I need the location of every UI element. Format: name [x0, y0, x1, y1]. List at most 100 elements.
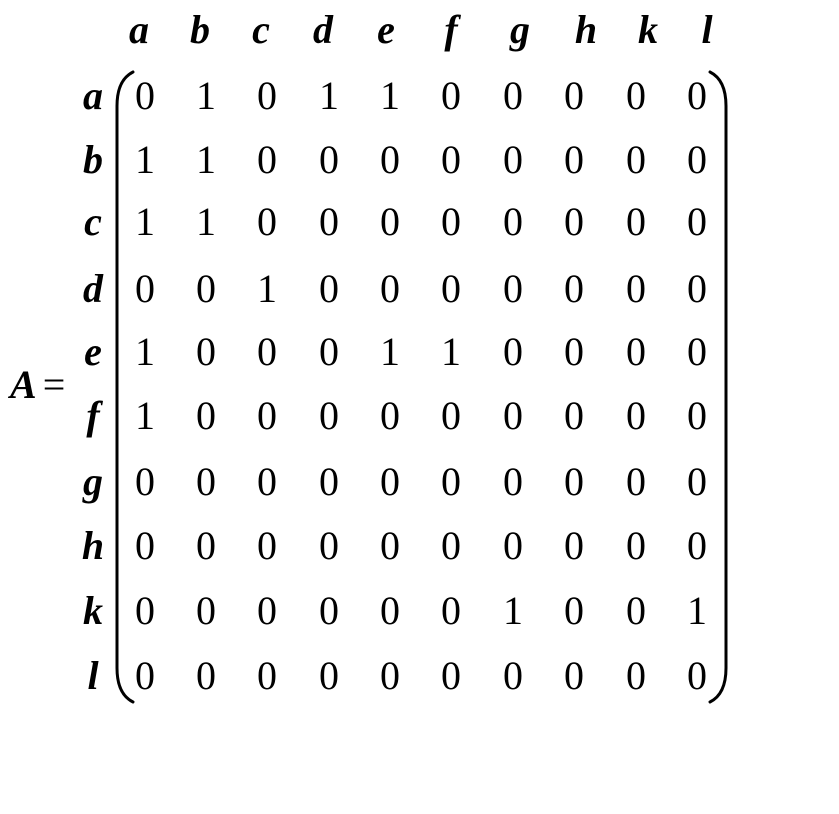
matrix-cell-k-k: 0 [626, 588, 646, 633]
matrix-cell-d-f: 0 [441, 266, 461, 311]
matrix-cell-l-b: 0 [196, 653, 216, 698]
matrix-cell-k-l: 1 [687, 588, 707, 633]
matrix-cell-g-a: 0 [135, 459, 155, 504]
matrix-cell-f-f: 0 [441, 393, 461, 438]
matrix-cell-h-g: 0 [503, 523, 523, 568]
column-label-k: k [638, 7, 658, 52]
matrix-cell-c-l: 0 [687, 199, 707, 244]
matrix-cell-e-h: 0 [564, 329, 584, 374]
row-label-g: g [83, 459, 103, 504]
matrix-cell-h-b: 0 [196, 523, 216, 568]
matrix-cell-g-d: 0 [319, 459, 339, 504]
matrix-cell-d-h: 0 [564, 266, 584, 311]
row-label-a: a [83, 73, 103, 118]
matrix-cell-l-d: 0 [319, 653, 339, 698]
row-label-b: b [83, 137, 103, 182]
matrix-cell-g-b: 0 [196, 459, 216, 504]
matrix-cell-d-d: 0 [319, 266, 339, 311]
matrix-cell-l-h: 0 [564, 653, 584, 698]
matrix-cell-b-d: 0 [319, 137, 339, 182]
matrix-cell-c-h: 0 [564, 199, 584, 244]
matrix-cell-e-f: 1 [441, 329, 461, 374]
matrix-cell-e-c: 0 [257, 329, 277, 374]
matrix-cell-c-k: 0 [626, 199, 646, 244]
matrix-cell-h-c: 0 [257, 523, 277, 568]
matrix-cell-h-a: 0 [135, 523, 155, 568]
matrix-cell-h-h: 0 [564, 523, 584, 568]
row-label-e: e [84, 329, 102, 374]
matrix-cell-b-g: 0 [503, 137, 523, 182]
matrix-cell-l-g: 0 [503, 653, 523, 698]
column-label-c: c [252, 7, 270, 52]
matrix-cell-b-f: 0 [441, 137, 461, 182]
matrix-cell-d-k: 0 [626, 266, 646, 311]
matrix-cell-l-f: 0 [441, 653, 461, 698]
row-label-c: c [84, 199, 102, 244]
matrix-cell-b-h: 0 [564, 137, 584, 182]
matrix-cell-a-g: 0 [503, 73, 523, 118]
matrix-cell-f-l: 0 [687, 393, 707, 438]
matrix-cell-g-f: 0 [441, 459, 461, 504]
matrix-cell-d-a: 0 [135, 266, 155, 311]
matrix-cell-g-g: 0 [503, 459, 523, 504]
matrix-cell-k-c: 0 [257, 588, 277, 633]
matrix-cell-k-g: 1 [503, 588, 523, 633]
matrix-cell-d-g: 0 [503, 266, 523, 311]
matrix-cell-g-h: 0 [564, 459, 584, 504]
matrix-cell-c-c: 0 [257, 199, 277, 244]
matrix-cell-d-e: 0 [380, 266, 400, 311]
matrix-cell-a-k: 0 [626, 73, 646, 118]
matrix-cell-c-d: 0 [319, 199, 339, 244]
matrix-cell-l-e: 0 [380, 653, 400, 698]
matrix-cell-a-d: 1 [319, 73, 339, 118]
matrix-cell-h-f: 0 [441, 523, 461, 568]
matrix-cell-a-l: 0 [687, 73, 707, 118]
matrix-cell-e-d: 0 [319, 329, 339, 374]
row-label-d: d [83, 266, 103, 311]
matrix-cell-g-k: 0 [626, 459, 646, 504]
matrix-cell-d-b: 0 [196, 266, 216, 311]
matrix-cell-c-a: 1 [135, 199, 155, 244]
matrix-cell-h-l: 0 [687, 523, 707, 568]
matrix-cell-k-h: 0 [564, 588, 584, 633]
column-label-f: f [444, 7, 458, 52]
row-label-f: f [86, 393, 100, 438]
matrix-cell-k-e: 0 [380, 588, 400, 633]
matrix-cell-f-d: 0 [319, 393, 339, 438]
matrix-cell-h-k: 0 [626, 523, 646, 568]
matrix-cell-b-k: 0 [626, 137, 646, 182]
matrix-cell-c-f: 0 [441, 199, 461, 244]
matrix-cell-k-b: 0 [196, 588, 216, 633]
matrix-cell-l-k: 0 [626, 653, 646, 698]
column-label-d: d [313, 7, 333, 52]
matrix-cell-a-f: 0 [441, 73, 461, 118]
equals-sign: = [42, 362, 66, 407]
column-label-l: l [701, 7, 713, 52]
column-label-e: e [377, 7, 395, 52]
matrix-cell-a-h: 0 [564, 73, 584, 118]
right-parenthesis [708, 70, 728, 704]
row-label-h: h [81, 523, 105, 568]
matrix-cell-g-c: 0 [257, 459, 277, 504]
row-label-l: l [87, 653, 99, 698]
left-parenthesis [115, 70, 135, 704]
matrix-cell-h-d: 0 [319, 523, 339, 568]
matrix-cell-d-c: 1 [257, 266, 277, 311]
matrix-cell-k-a: 0 [135, 588, 155, 633]
matrix-cell-e-a: 1 [135, 329, 155, 374]
matrix-cell-e-b: 0 [196, 329, 216, 374]
matrix-cell-f-c: 0 [257, 393, 277, 438]
column-label-b: b [190, 7, 210, 52]
matrix-cell-l-c: 0 [257, 653, 277, 698]
matrix-cell-f-h: 0 [564, 393, 584, 438]
matrix-cell-c-b: 1 [196, 199, 216, 244]
matrix-cell-e-k: 0 [626, 329, 646, 374]
matrix-cell-f-e: 0 [380, 393, 400, 438]
matrix-cell-b-a: 1 [135, 137, 155, 182]
matrix-cell-f-g: 0 [503, 393, 523, 438]
matrix-cell-c-e: 0 [380, 199, 400, 244]
column-label-a: a [129, 7, 149, 52]
matrix-cell-b-l: 0 [687, 137, 707, 182]
matrix-cell-g-e: 0 [380, 459, 400, 504]
